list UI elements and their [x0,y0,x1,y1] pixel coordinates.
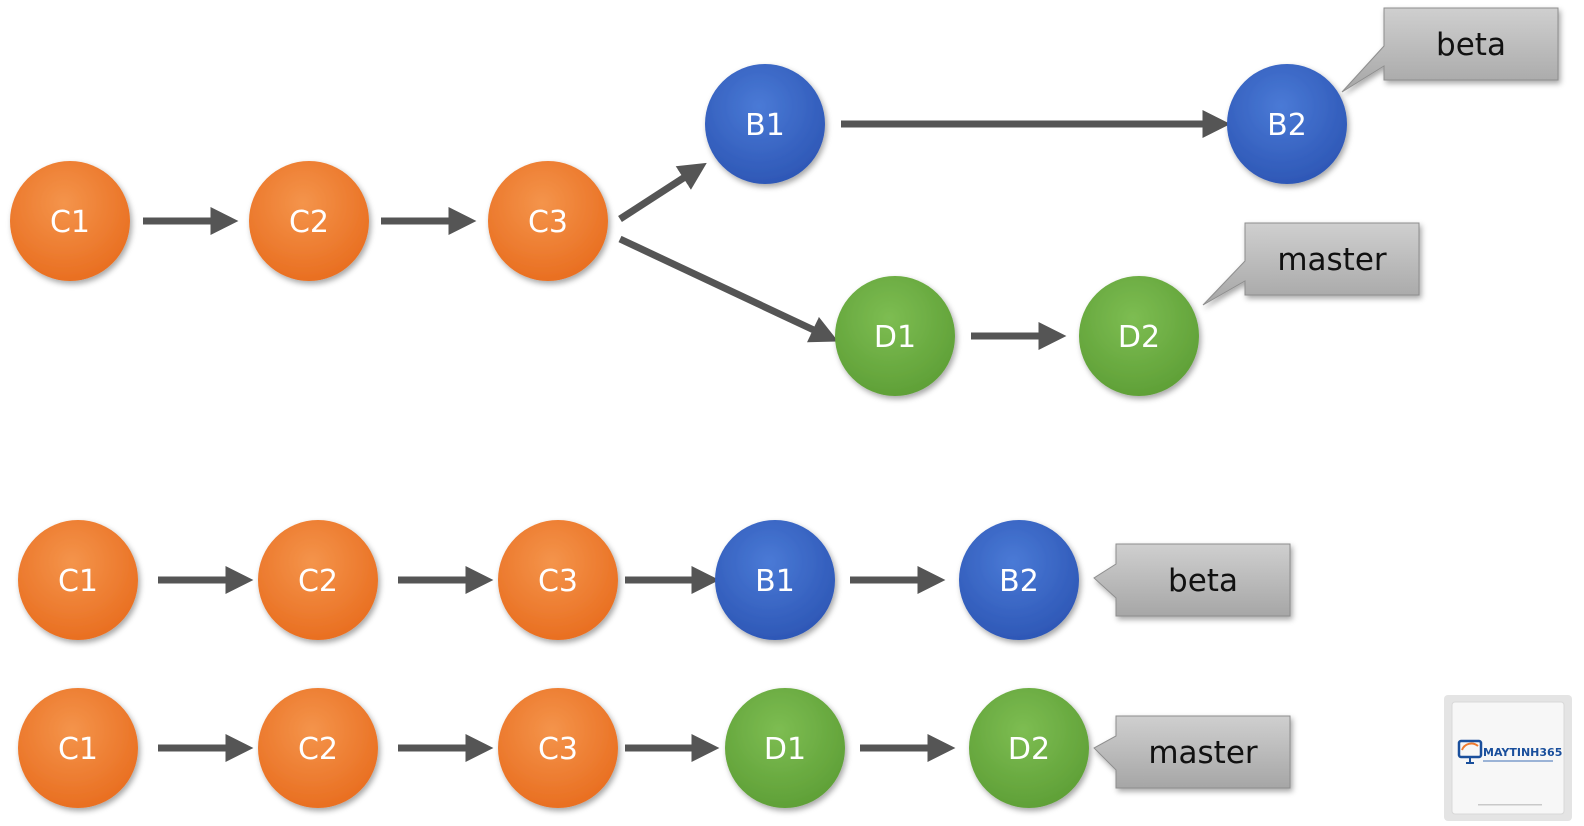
commit-label: D2 [1008,732,1050,767]
tag-label: beta [1168,563,1238,599]
commit-node-b1: B1 [705,64,825,184]
commit-node-b2: B2 [959,520,1079,640]
commit-node-c3: C3 [488,161,608,281]
branch-tag-master: master [1093,715,1291,789]
arrow-c3-b1 [618,162,707,222]
branch-tag-beta: beta [1093,543,1291,617]
commit-label: C1 [58,564,98,599]
commit-label: C3 [538,732,578,767]
tag-label: master [1277,242,1387,278]
branch-graph: C1 C2 C3 B1 B2 D1 D2 beta [10,7,1559,396]
commit-node-d2: D2 [1079,276,1199,396]
commit-label: B1 [755,564,795,599]
watermark-logo: MAYTINH365 [1444,695,1572,821]
commit-node-c2: C2 [249,161,369,281]
commit-node-d1: D1 [835,276,955,396]
commit-node-c2: C2 [258,520,378,640]
commit-node-c1: C1 [18,688,138,808]
commit-node-d1: D1 [725,688,845,808]
master-row: C1 C2 C3 D1 D2 master [18,688,1291,808]
tag-label: beta [1436,27,1506,63]
commit-label: C2 [298,564,338,599]
commit-node-c1: C1 [18,520,138,640]
commit-label: C2 [298,732,338,767]
arrow-c3-d1 [618,235,839,343]
commit-label: B2 [1267,108,1307,143]
commit-label: C1 [58,732,98,767]
tag-label: master [1148,735,1258,771]
monitor-icon [1457,739,1483,764]
commit-node-c3: C3 [498,520,618,640]
commit-label: D2 [1118,320,1160,355]
commit-node-b2: B2 [1227,64,1347,184]
logo-brand: MAYTINH365 [1483,746,1562,759]
branch-tag-master: master [1202,222,1420,306]
commit-node-c2: C2 [258,688,378,808]
commit-label: D1 [874,320,916,355]
commit-node-c3: C3 [498,688,618,808]
commit-node-c1: C1 [10,161,130,281]
commit-node-b1: B1 [715,520,835,640]
beta-row: C1 C2 C3 B1 B2 beta [18,520,1291,640]
commit-label: D1 [764,732,806,767]
commit-label: B1 [745,108,785,143]
commit-node-d2: D2 [969,688,1089,808]
branch-tag-beta: beta [1341,7,1559,93]
commit-label: B2 [999,564,1039,599]
commit-label: C1 [50,205,90,240]
commit-label: C2 [289,205,329,240]
commit-label: C3 [528,205,568,240]
commit-label: C3 [538,564,578,599]
